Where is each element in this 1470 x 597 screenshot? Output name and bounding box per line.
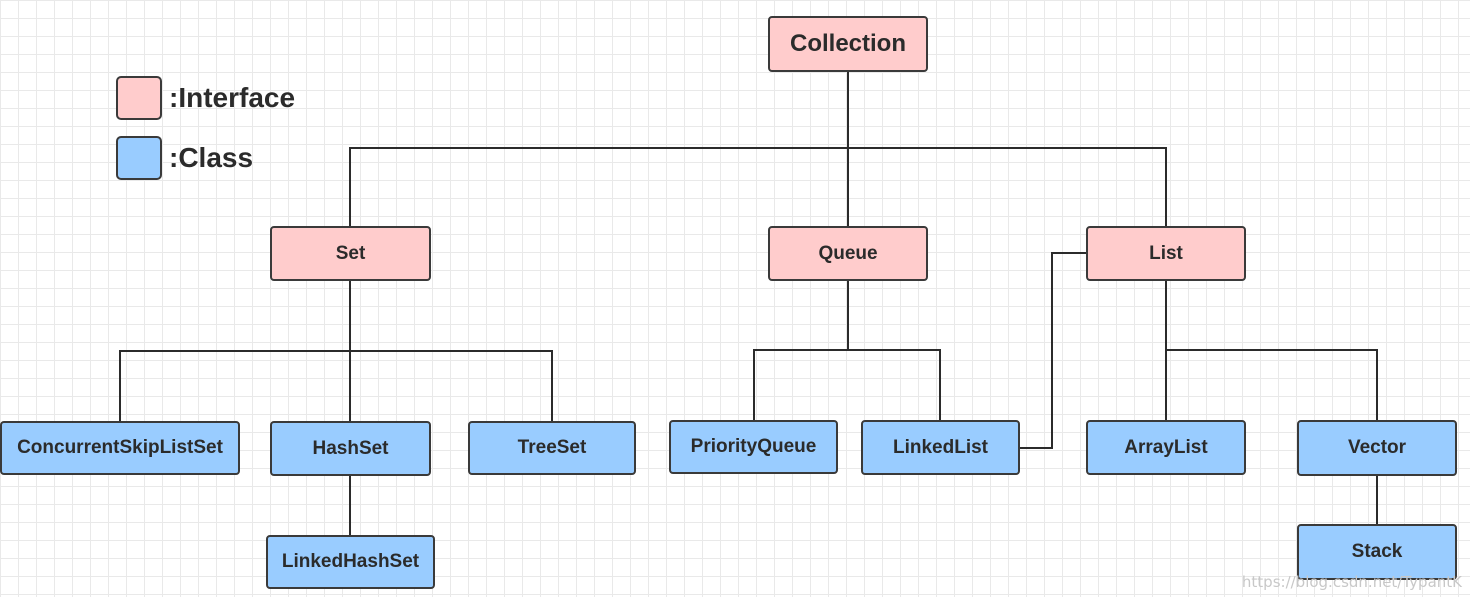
node-priorityqueue: PriorityQueue <box>669 420 838 474</box>
edge-list-vector <box>1166 349 1378 420</box>
node-vector: Vector <box>1297 420 1457 476</box>
node-treeset: TreeSet <box>468 421 636 475</box>
node-concurrentskiplistset: ConcurrentSkipListSet <box>0 421 240 475</box>
edge-queue-priorityqueue <box>753 281 849 420</box>
node-linkedhashset: LinkedHashSet <box>266 535 435 589</box>
node-collection: Collection <box>768 16 928 72</box>
edge-list-linkedlist <box>1019 252 1086 449</box>
edge-set-concurrentskiplistset <box>119 281 351 421</box>
node-hashset: HashSet <box>270 421 431 476</box>
legend-interface-swatch <box>116 76 162 120</box>
edge-collection-list <box>848 147 1167 226</box>
edge-collection-set <box>349 71 849 226</box>
watermark-url: https://blog.csdn.net/TypantK <box>1241 573 1462 591</box>
edge-queue-linkedlist <box>848 349 941 420</box>
node-linkedlist: LinkedList <box>861 420 1020 475</box>
node-arraylist: ArrayList <box>1086 420 1246 475</box>
legend-class-swatch <box>116 136 162 180</box>
node-queue: Queue <box>768 226 928 281</box>
node-stack: Stack <box>1297 524 1457 580</box>
node-set: Set <box>270 226 431 281</box>
legend-interface-label: :Interface <box>169 82 296 113</box>
node-list: List <box>1086 226 1246 281</box>
legend-class-label: :Class <box>169 142 254 173</box>
edge-set-treeset <box>350 350 553 421</box>
